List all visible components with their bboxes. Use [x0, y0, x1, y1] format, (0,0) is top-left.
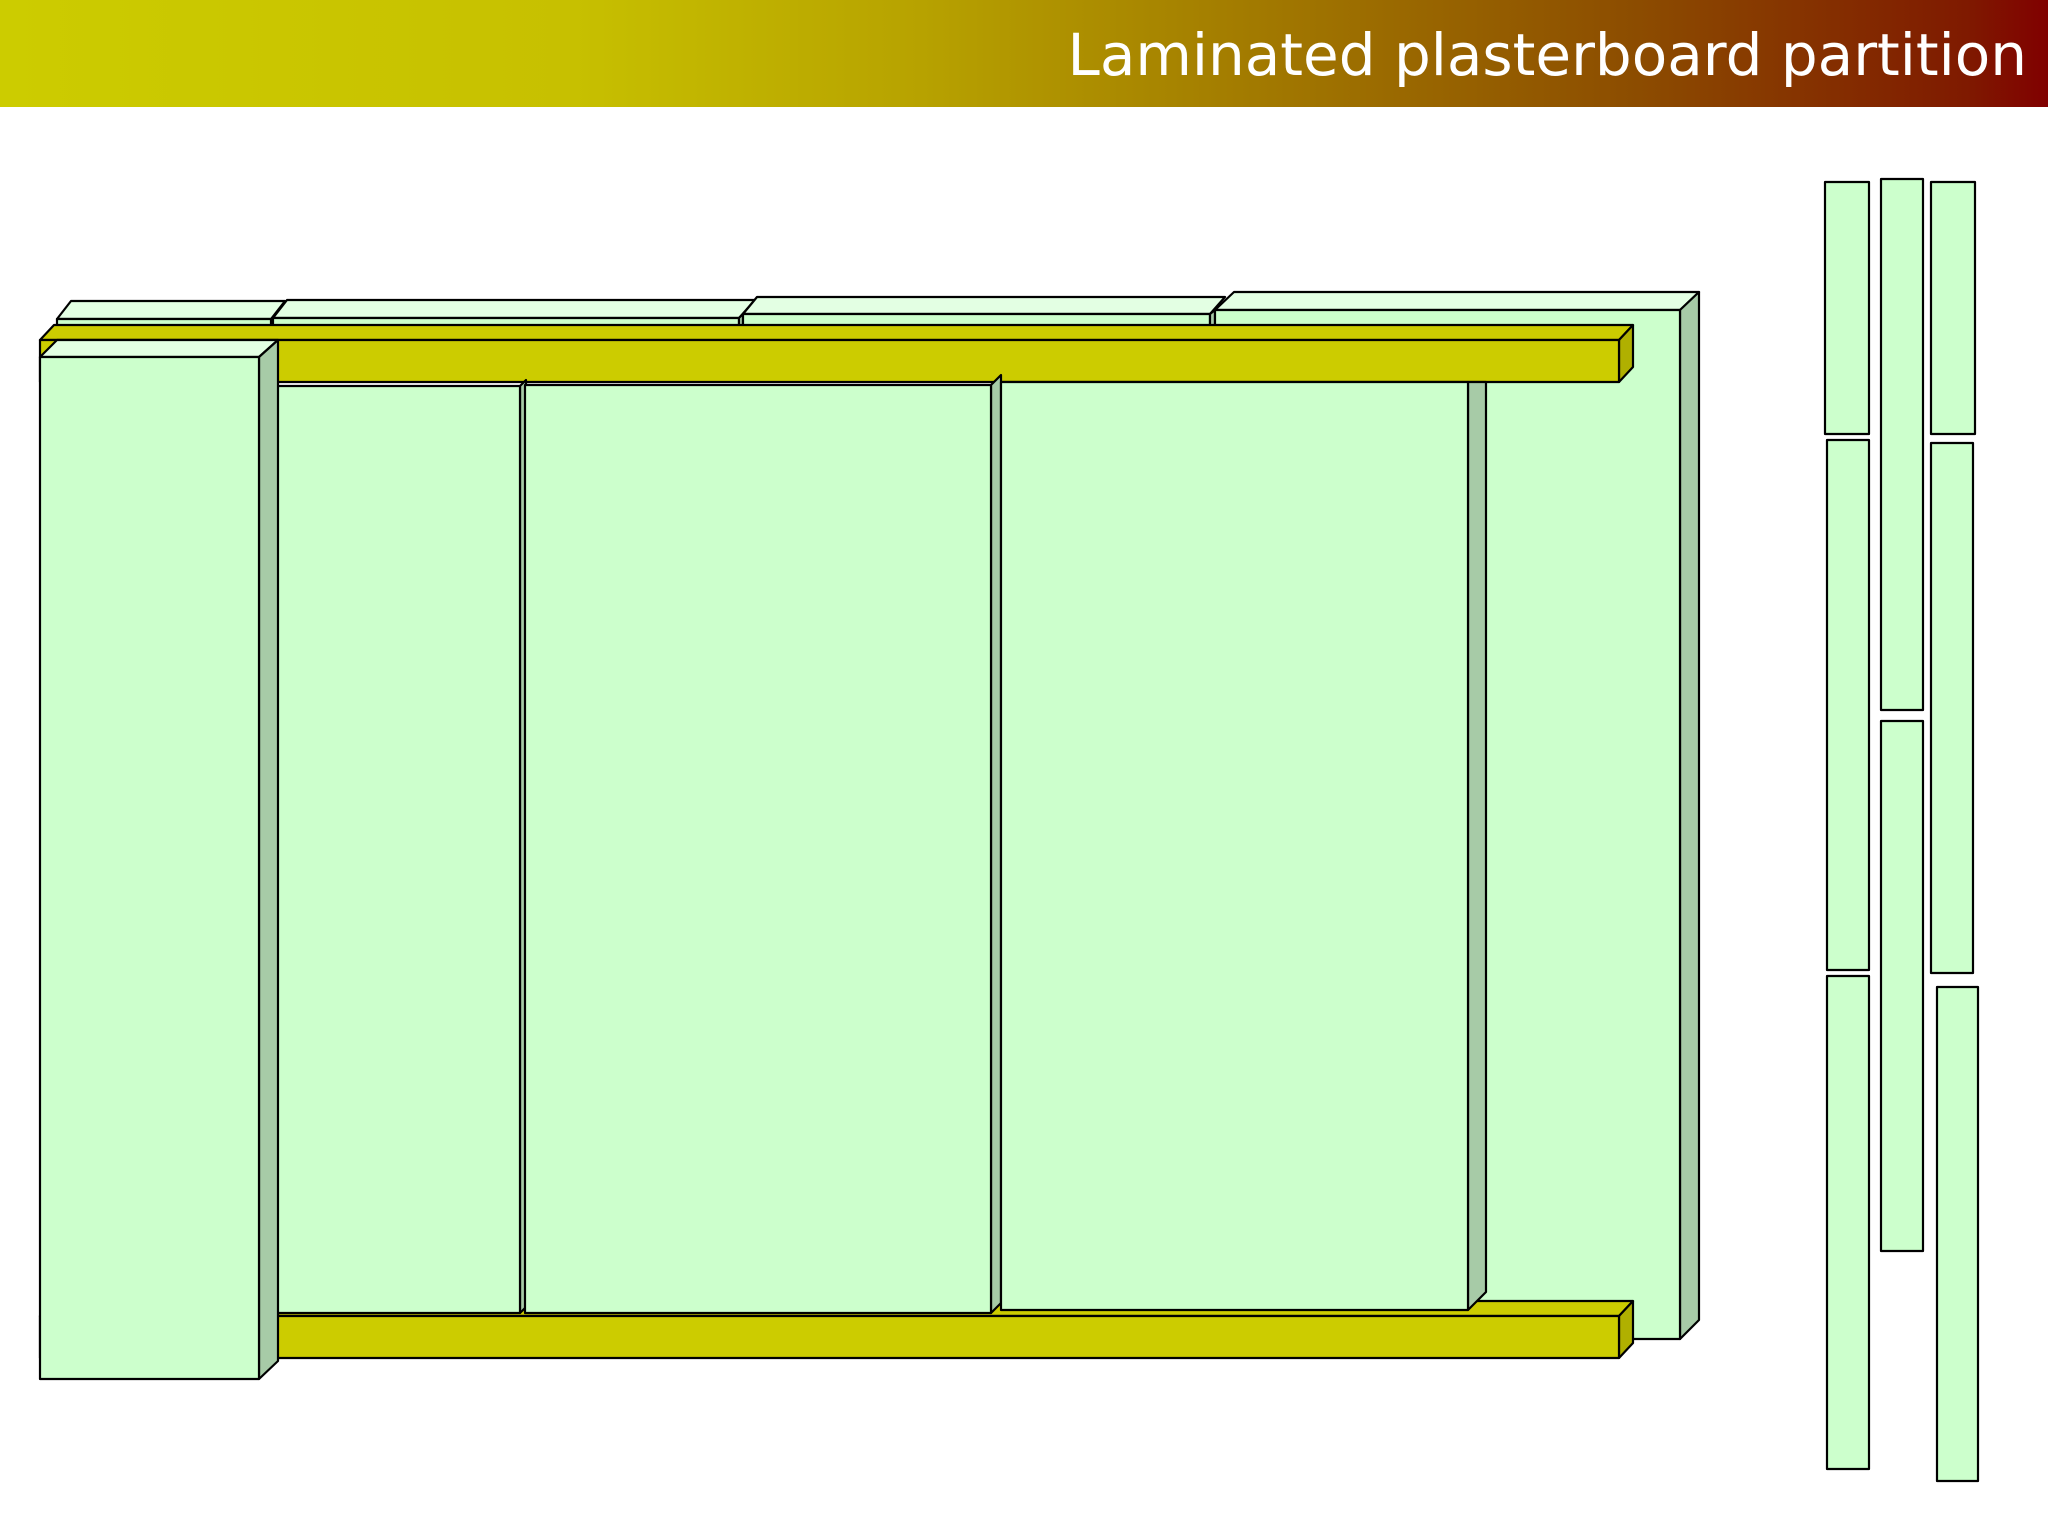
top-rail-face	[38, 338, 1621, 384]
back-board-4-top	[1213, 290, 1701, 312]
strip-col2-top	[1879, 177, 1925, 712]
strip-col1-bottom	[1825, 974, 1871, 1471]
front-panel-a-face	[273, 384, 522, 1315]
board-strips	[1823, 177, 1980, 1483]
front-board-layer	[273, 373, 1488, 1315]
slide-title: Laminated plasterboard partition	[1067, 21, 2028, 89]
end-board-top	[38, 338, 280, 359]
back-board-3-top	[741, 295, 1227, 316]
front-panel-c-side	[1466, 380, 1488, 1312]
top-rail	[38, 323, 1635, 384]
top-rail-top	[38, 323, 1635, 342]
front-panel-b-side	[989, 373, 1003, 1315]
front-panel-c-face	[999, 380, 1470, 1312]
strip-col1-top	[1823, 180, 1871, 436]
title-bar: Laminated plasterboard partition	[0, 0, 2048, 107]
strip-col3-top	[1929, 180, 1977, 436]
end-board-side	[257, 338, 280, 1381]
strip-col2-bottom	[1879, 719, 1925, 1253]
end-board	[38, 338, 280, 1381]
strip-col1-middle	[1825, 438, 1871, 972]
back-board-1-top	[55, 299, 287, 321]
front-panel-b-face	[523, 383, 993, 1315]
back-board-2-top	[271, 298, 757, 320]
end-board-face	[38, 355, 261, 1381]
strip-col3-bottom	[1935, 985, 1980, 1483]
strip-col3-middle	[1929, 441, 1975, 975]
back-board-4-side	[1678, 290, 1701, 1341]
